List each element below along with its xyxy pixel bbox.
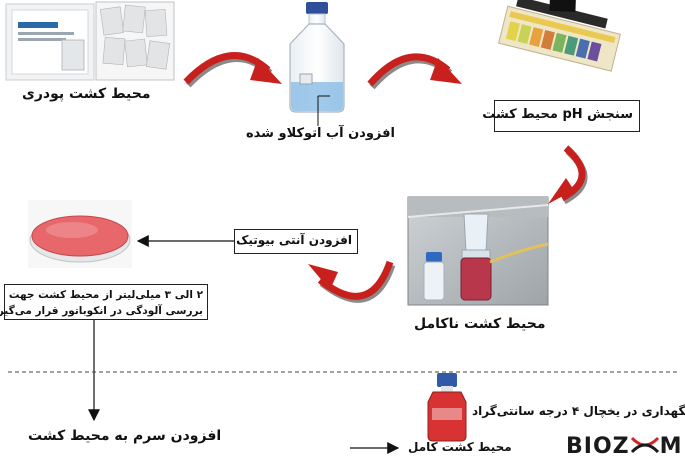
contamination-line-2: بررسی آلودگی در انکوباتور قرار می‌گیرد xyxy=(0,305,203,317)
box-ph-measure: سنجش pH محیط کشت xyxy=(482,100,640,132)
box-contamination-check: ۲ الی ۳ میلی‌لیتر از محیط کشت جهت بررسی … xyxy=(0,284,208,320)
complete-medium-bottle-image xyxy=(427,373,467,442)
curved-arrows xyxy=(183,52,588,303)
label-add-serum: افزودن سرم به محیط کشت xyxy=(28,428,222,444)
label-add-autoclaved-water: افزودن آب اتوکلاو شده xyxy=(246,126,395,141)
label-storage: نگهداری در یخچال ۴ درجه سانتی‌گراد xyxy=(472,404,685,418)
label-complete-medium: محیط کشت کامل xyxy=(408,440,512,454)
logo-text-part2: M xyxy=(659,434,683,459)
biozoom-logo: BIOZ M xyxy=(566,434,683,459)
dna-helix-icon xyxy=(630,435,660,454)
water-bottle-image xyxy=(289,2,345,126)
box-add-antibiotic: افزودن آنتی بیوتیک xyxy=(234,229,358,254)
logo-text-part1: BIOZ xyxy=(566,434,630,459)
powder-medium-image xyxy=(5,1,175,81)
incomplete-medium-image xyxy=(407,196,549,306)
petri-dish-image xyxy=(28,200,132,268)
ph-strips-image xyxy=(498,0,621,72)
label-incomplete-medium: محیط کشت ناکامل xyxy=(414,316,546,332)
label-powder-medium: محیط کشت پودری xyxy=(22,86,151,102)
straight-arrows xyxy=(88,235,400,454)
contamination-line-1: ۲ الی ۳ میلی‌لیتر از محیط کشت جهت xyxy=(8,289,203,301)
